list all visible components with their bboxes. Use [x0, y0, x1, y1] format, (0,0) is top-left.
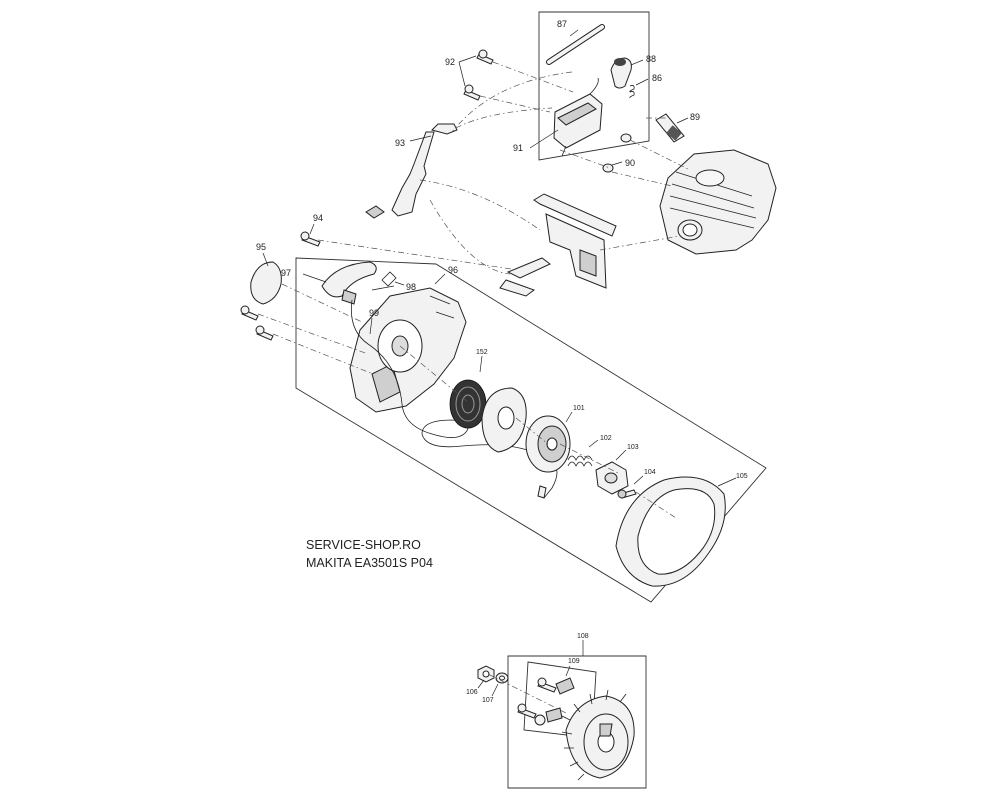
callout-108: 108 — [577, 633, 589, 640]
switch-lever-93: 93 — [365, 123, 458, 219]
callout-102: 102 — [600, 435, 612, 442]
screw-94: 94 — [300, 213, 323, 247]
starter-handle-97: 97 — [281, 261, 377, 305]
rope-clip-98: 98 — [371, 271, 416, 292]
callout-93: 93 — [395, 138, 405, 148]
assembly-lines — [257, 61, 691, 519]
spring-152: 152 — [449, 349, 527, 453]
callout-91: 91 — [513, 143, 523, 153]
cylinder — [659, 149, 777, 255]
caption-line-2: MAKITA EA3501S P04 — [306, 556, 433, 570]
callout-97: 97 — [281, 268, 291, 278]
flywheel-nut-106: 106 — [466, 665, 495, 696]
callout-152: 152 — [476, 349, 488, 356]
rope-reel-101: 101 — [525, 405, 585, 499]
flywheel-pawl-parts — [517, 677, 575, 726]
label-plate-95: 95 — [250, 242, 282, 305]
callout-92: 92 — [445, 57, 455, 67]
screws-92: 92 — [445, 49, 494, 101]
screws-left — [240, 305, 274, 341]
coil-group-frame — [538, 11, 650, 161]
callout-105: 105 — [736, 473, 748, 480]
ignition-coil-group: 87 88 86 91 — [513, 11, 662, 161]
callout-94: 94 — [313, 213, 323, 223]
callout-87: 87 — [557, 19, 567, 29]
callout-96: 96 — [448, 265, 458, 275]
callout-98: 98 — [406, 282, 416, 292]
callout-101: 101 — [573, 405, 585, 412]
intake-manifold — [499, 193, 617, 297]
flywheel-assembly-line — [487, 673, 569, 715]
starter-housing-96: 96 — [349, 265, 467, 413]
nut-90: 90 — [602, 133, 635, 173]
flywheel — [561, 689, 635, 781]
callout-90: 90 — [625, 158, 635, 168]
spring-86 — [629, 85, 635, 99]
plug-cap-88 — [610, 57, 632, 89]
pin-87 — [546, 24, 605, 65]
callout-99: 99 — [369, 308, 379, 318]
ignition-coil-91 — [553, 77, 603, 157]
caption-line-1: SERVICE-SHOP.RO — [306, 538, 421, 552]
screw-104: 104 — [617, 469, 656, 499]
callout-95: 95 — [256, 242, 266, 252]
callout-109: 109 — [568, 658, 580, 665]
pawl-103: 103 — [595, 444, 639, 495]
callout-104: 104 — [644, 469, 656, 476]
callout-89: 89 — [690, 112, 700, 122]
spark-plug-89: 89 — [655, 112, 700, 143]
callout-107: 107 — [482, 697, 494, 704]
flywheel-group-frame — [507, 655, 647, 789]
spring-102: 102 — [567, 435, 612, 467]
callout-88: 88 — [646, 54, 656, 64]
callout-86: 86 — [652, 73, 662, 83]
washer-107: 107 — [482, 672, 509, 704]
callout-106: 106 — [466, 689, 478, 696]
callout-103: 103 — [627, 444, 639, 451]
fan-cover-105: 105 — [615, 473, 748, 587]
